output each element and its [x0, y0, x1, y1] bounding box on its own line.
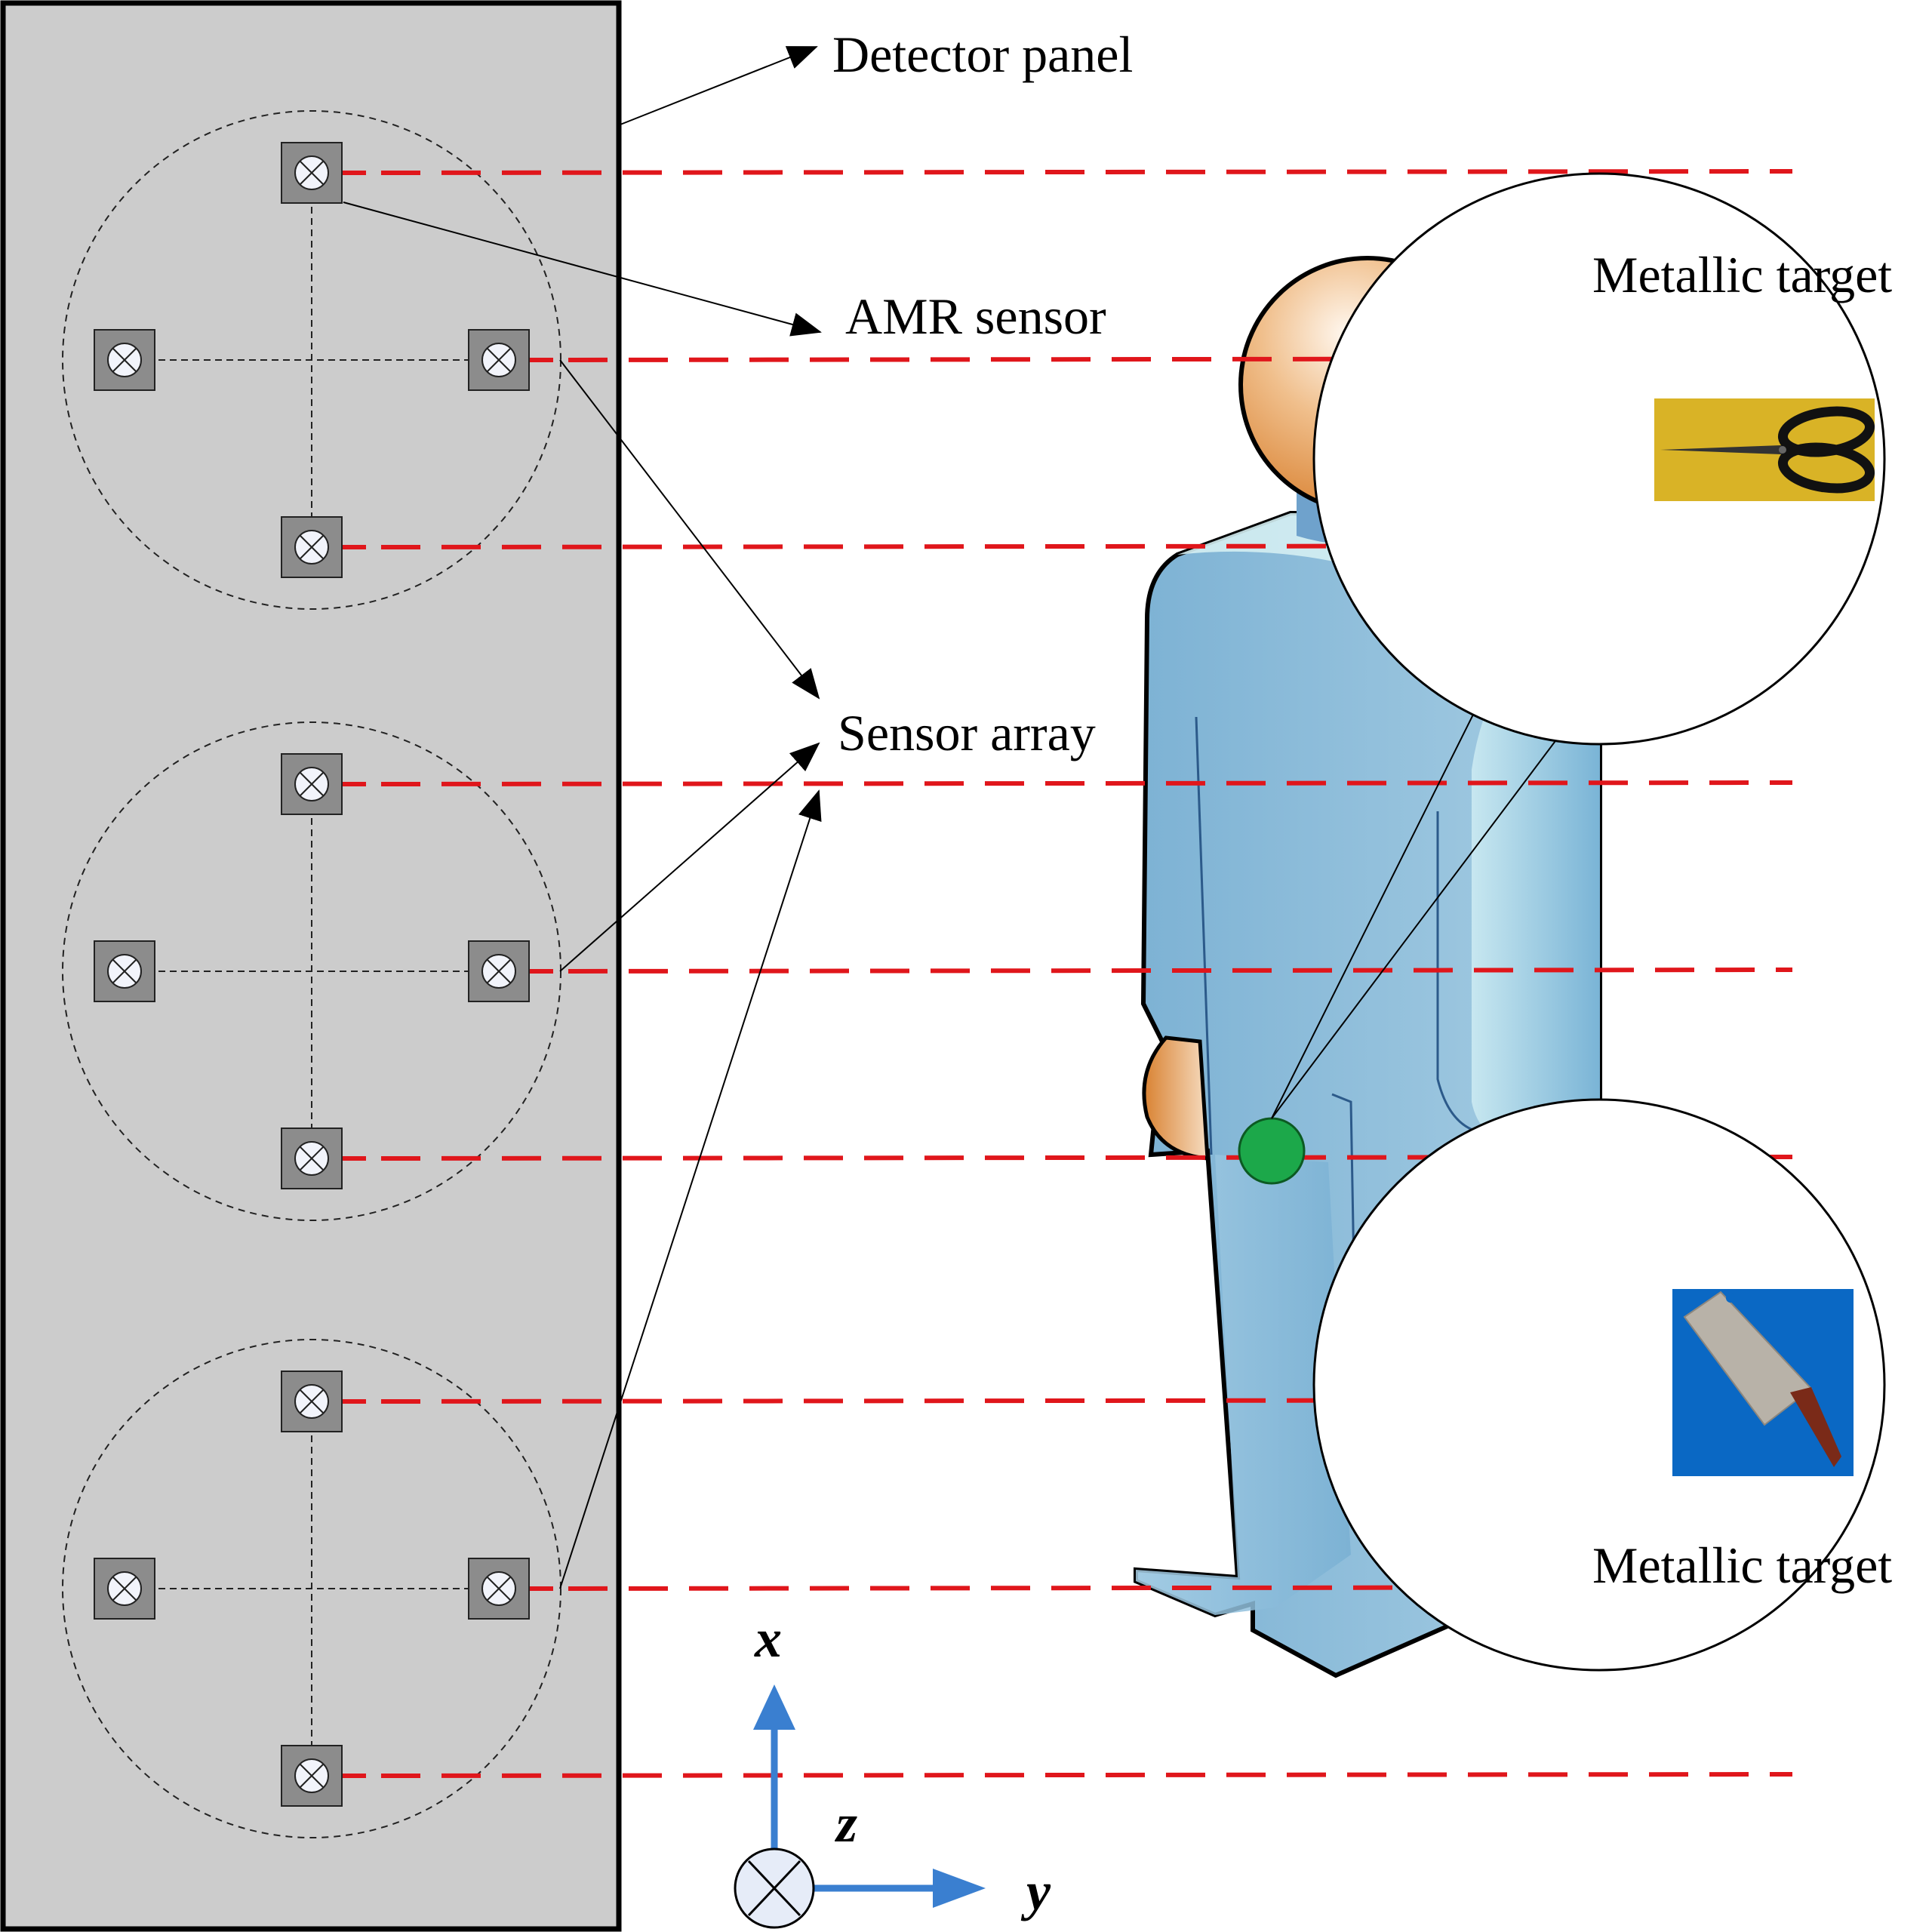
amr-sensor: [281, 142, 343, 204]
x-axis-arrow-icon: [753, 1684, 795, 1730]
cross-circle-icon: [107, 954, 142, 989]
amr-sensor: [281, 753, 343, 815]
amr-sensor: [94, 940, 155, 1002]
field-line: [380, 1772, 1793, 1778]
annotation-arrows: [343, 46, 822, 1589]
metallic-target-top-label: Metallic target: [1592, 246, 1893, 303]
cross-circle-icon: [294, 767, 329, 801]
scissors-photo: [1654, 398, 1875, 501]
cross-circle-icon: [107, 343, 142, 377]
amr-sensor: [468, 1558, 530, 1620]
x-axis-label: x: [755, 1608, 782, 1669]
sensor-cluster: [62, 1339, 561, 1838]
field-line: [568, 968, 1793, 974]
right-arm: [1472, 655, 1600, 1143]
amr-sensor: [281, 516, 343, 578]
field-line: [380, 169, 1793, 175]
amr-sensor: [94, 329, 155, 391]
cross-circle-icon: [294, 1384, 329, 1419]
z-axis-label: z: [836, 1793, 858, 1854]
y-axis-arrow-icon: [933, 1869, 986, 1908]
cleaver-photo: [1672, 1289, 1854, 1476]
sensor-cluster: [62, 721, 561, 1221]
metallic-target-bottom-label: Metallic target: [1592, 1537, 1893, 1594]
field-line: [568, 1585, 1793, 1591]
detector-panel-label: Detector panel: [832, 26, 1134, 83]
cross-circle-icon: [294, 155, 329, 190]
amr-sensor: [94, 1558, 155, 1620]
amr-sensor-label: AMR sensor: [845, 288, 1106, 345]
cleaver-inset: [1312, 1098, 1886, 1672]
cross-circle-icon: [481, 954, 516, 989]
z-axis-into-page-icon: [734, 1847, 815, 1929]
sensor-array-label: Sensor array: [838, 704, 1096, 761]
y-axis-label: y: [1026, 1861, 1051, 1921]
amr-sensor: [281, 1371, 343, 1432]
cross-circle-icon: [481, 1571, 516, 1606]
cross-circle-icon: [481, 343, 516, 377]
scissors-inset: [1312, 172, 1886, 746]
cross-circle-icon: [294, 530, 329, 565]
scissors-icon: [1660, 445, 1796, 454]
target-dot-thigh: [1238, 1117, 1306, 1185]
cross-circle-icon: [294, 1758, 329, 1793]
amr-sensor: [281, 1745, 343, 1807]
amr-sensor: [468, 940, 530, 1002]
cross-circle-icon: [107, 1571, 142, 1606]
cross-circle-icon: [294, 1141, 329, 1176]
left-leg: [1136, 1155, 1351, 1615]
field-line: [380, 780, 1793, 786]
field-line: [568, 356, 1793, 362]
amr-sensor: [281, 1128, 343, 1189]
coordinate-axes: [734, 1684, 986, 1929]
amr-sensor: [468, 329, 530, 391]
